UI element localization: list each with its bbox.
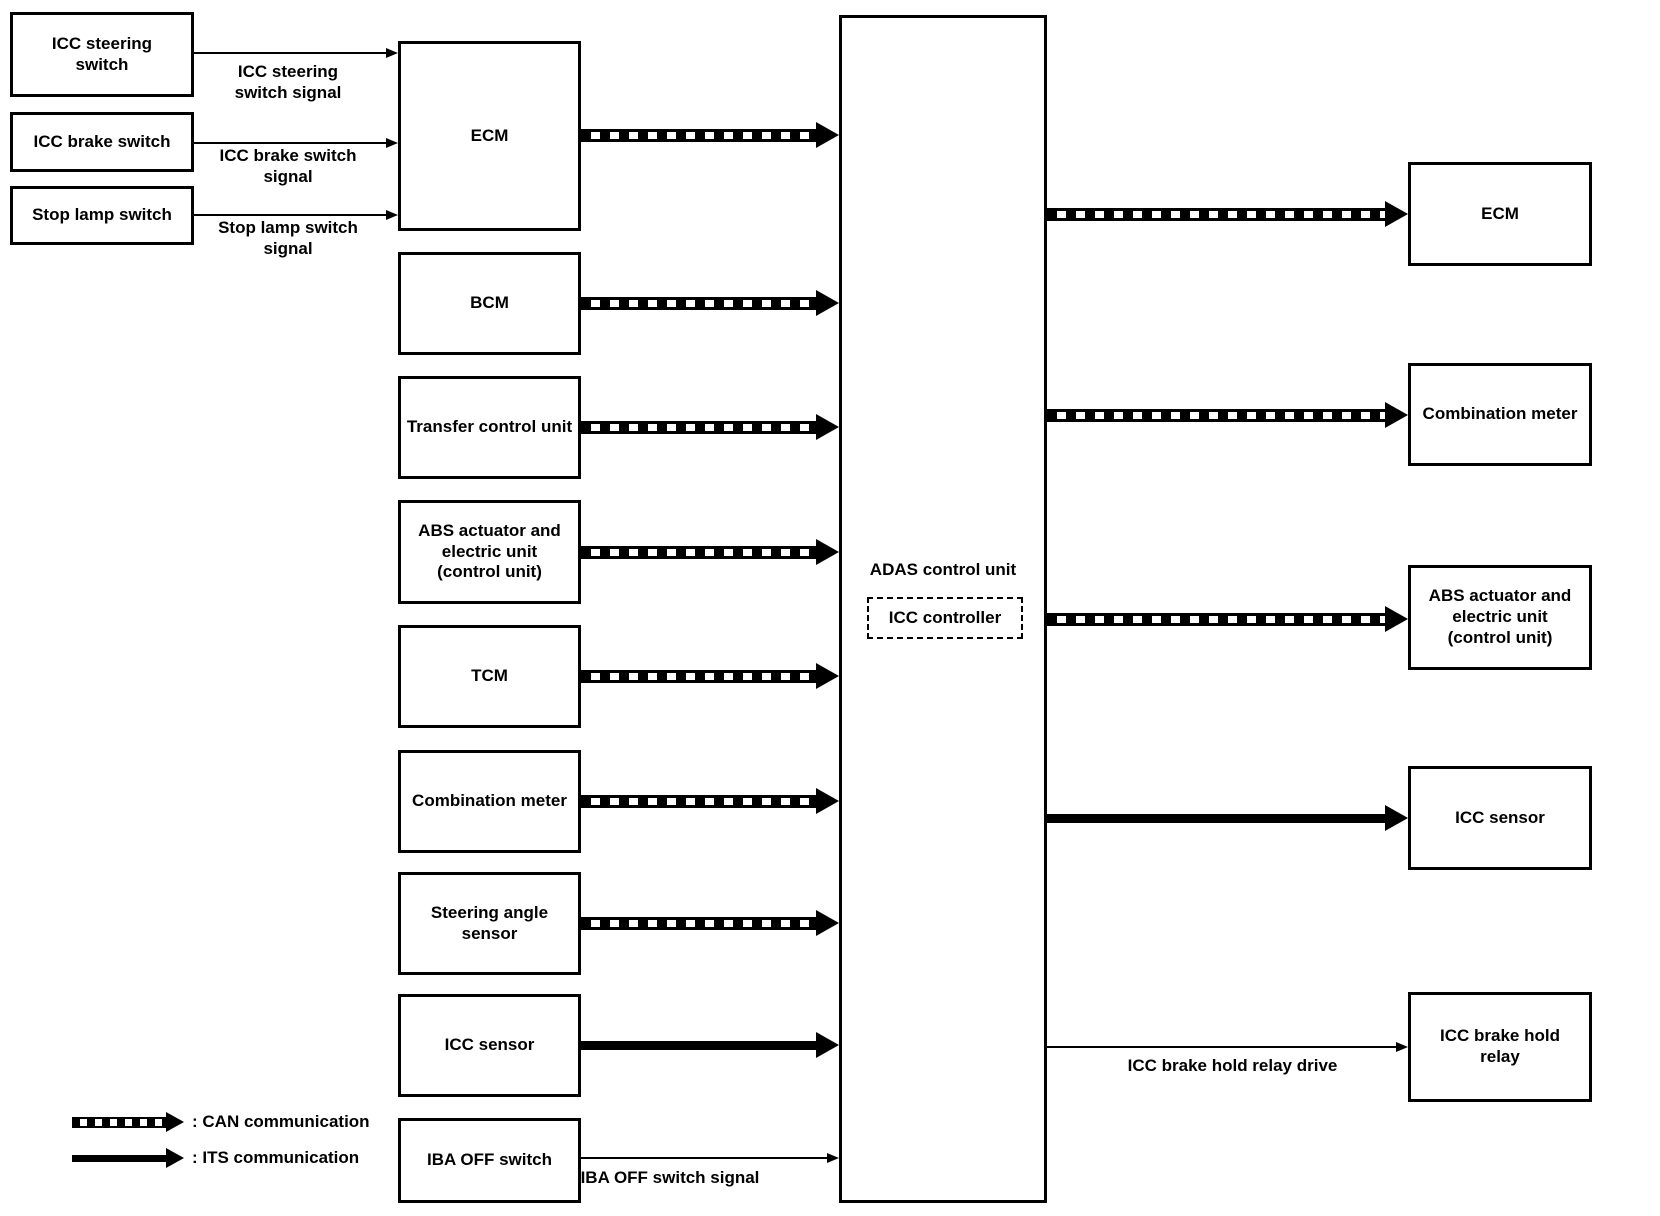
box-abs-actuator-right: ABS actuator and electric unit (control … — [1408, 565, 1592, 670]
signal-arrow-icc-brake-switch-to-ecm — [194, 136, 398, 150]
label-iba-off-switch-signal: IBA OFF switch signal — [580, 1168, 760, 1187]
label-adas-control-unit: ADAS control unit — [869, 560, 1017, 579]
box-tcm: TCM — [398, 625, 581, 728]
can-arrow-adas-to-abs — [1047, 606, 1408, 632]
box-abs-actuator-left: ABS actuator and electric unit (control … — [398, 500, 581, 604]
can-arrow-transfer-to-adas — [581, 414, 839, 440]
label-icc-steering-switch-signal: ICC steering switch signal — [234, 62, 342, 102]
signal-arrow-iba-off-switch-to-adas — [581, 1151, 839, 1165]
can-arrow-tcm-to-adas — [581, 663, 839, 689]
label-icc-brake-switch-signal: ICC brake switch signal — [219, 146, 357, 186]
box-ecm-right: ECM — [1408, 162, 1592, 266]
label-icc-brake-hold-relay-drive: ICC brake hold relay drive — [1127, 1056, 1338, 1075]
label-stop-lamp-switch-signal: Stop lamp switch signal — [218, 218, 358, 258]
can-arrow-bcm-to-adas — [581, 290, 839, 316]
box-bcm: BCM — [398, 252, 581, 355]
can-arrow-abs-to-adas — [581, 539, 839, 565]
box-icc-sensor-right: ICC sensor — [1408, 766, 1592, 870]
legend-its-arrow-icon — [72, 1147, 184, 1169]
can-arrow-combination-meter-to-adas — [581, 788, 839, 814]
box-icc-controller: ICC controller — [867, 597, 1023, 639]
can-arrow-adas-to-ecm — [1047, 201, 1408, 227]
can-arrow-adas-to-combination-meter — [1047, 402, 1408, 428]
legend-can-arrow-icon — [72, 1111, 184, 1133]
box-combination-meter-right: Combination meter — [1408, 363, 1592, 466]
box-icc-brake-switch: ICC brake switch — [10, 112, 194, 172]
can-arrow-ecm-to-adas — [581, 122, 839, 148]
its-arrow-icc-sensor-to-adas — [581, 1032, 839, 1058]
box-icc-steering-switch: ICC steering switch — [10, 12, 194, 97]
box-transfer-control-unit: Transfer control unit — [398, 376, 581, 479]
box-icc-brake-hold-relay: ICC brake hold relay — [1408, 992, 1592, 1102]
box-icc-sensor-left: ICC sensor — [398, 994, 581, 1097]
legend-its-label: : ITS communication — [192, 1148, 360, 1167]
can-arrow-steering-angle-sensor-to-adas — [581, 910, 839, 936]
signal-arrow-stop-lamp-switch-to-ecm — [194, 208, 398, 222]
box-ecm-left: ECM — [398, 41, 581, 231]
box-iba-off-switch: IBA OFF switch — [398, 1118, 581, 1203]
signal-arrow-adas-to-icc-brake-hold-relay — [1047, 1040, 1408, 1054]
its-arrow-adas-to-icc-sensor — [1047, 805, 1408, 831]
box-stop-lamp-switch: Stop lamp switch — [10, 186, 194, 245]
legend-can-label: : CAN communication — [192, 1112, 370, 1131]
box-steering-angle-sensor: Steering angle sensor — [398, 872, 581, 975]
signal-arrow-icc-steering-switch-to-ecm — [194, 46, 398, 60]
box-combination-meter-left: Combination meter — [398, 750, 581, 853]
